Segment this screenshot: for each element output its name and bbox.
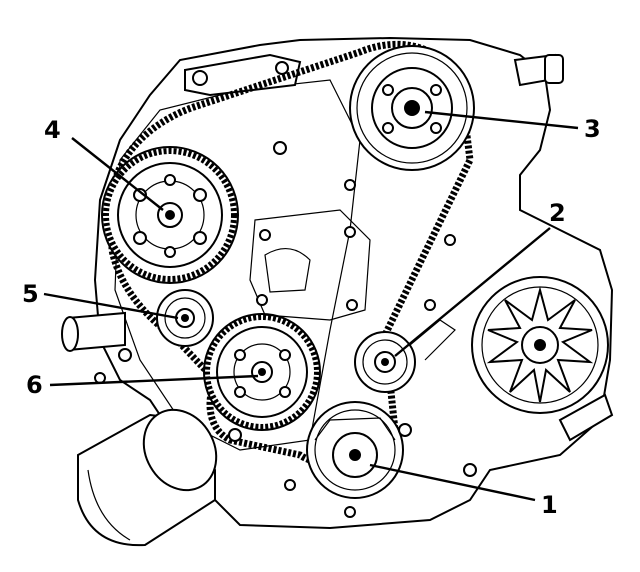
injection-pump-sprocket	[349, 45, 475, 171]
top-right-sensor	[513, 53, 564, 87]
callout-2: 2	[549, 199, 566, 227]
leader-line-1	[369, 463, 536, 502]
leader-line-3	[424, 110, 579, 130]
tensioner-pulley	[354, 319, 456, 393]
callout-3: 3	[584, 115, 601, 143]
leader-line-2	[394, 227, 551, 357]
upper-idler-pulley	[156, 289, 214, 347]
alternator	[471, 276, 614, 442]
callout-1: 1	[541, 491, 558, 519]
callout-5: 5	[22, 280, 39, 308]
leader-line-5	[43, 292, 179, 320]
water-pipe	[61, 311, 126, 352]
bolts	[94, 141, 477, 518]
camshaft-sprocket	[101, 146, 239, 284]
center-housing	[249, 209, 371, 321]
leader-line-4	[71, 137, 164, 211]
crankshaft-sprocket	[306, 401, 404, 499]
oil-filter	[77, 408, 218, 547]
leader-line-6	[49, 374, 259, 387]
callout-4: 4	[44, 116, 61, 144]
alternator-fan	[486, 286, 594, 403]
callout-6: 6	[26, 371, 43, 399]
intermediate-sprocket	[203, 313, 321, 431]
